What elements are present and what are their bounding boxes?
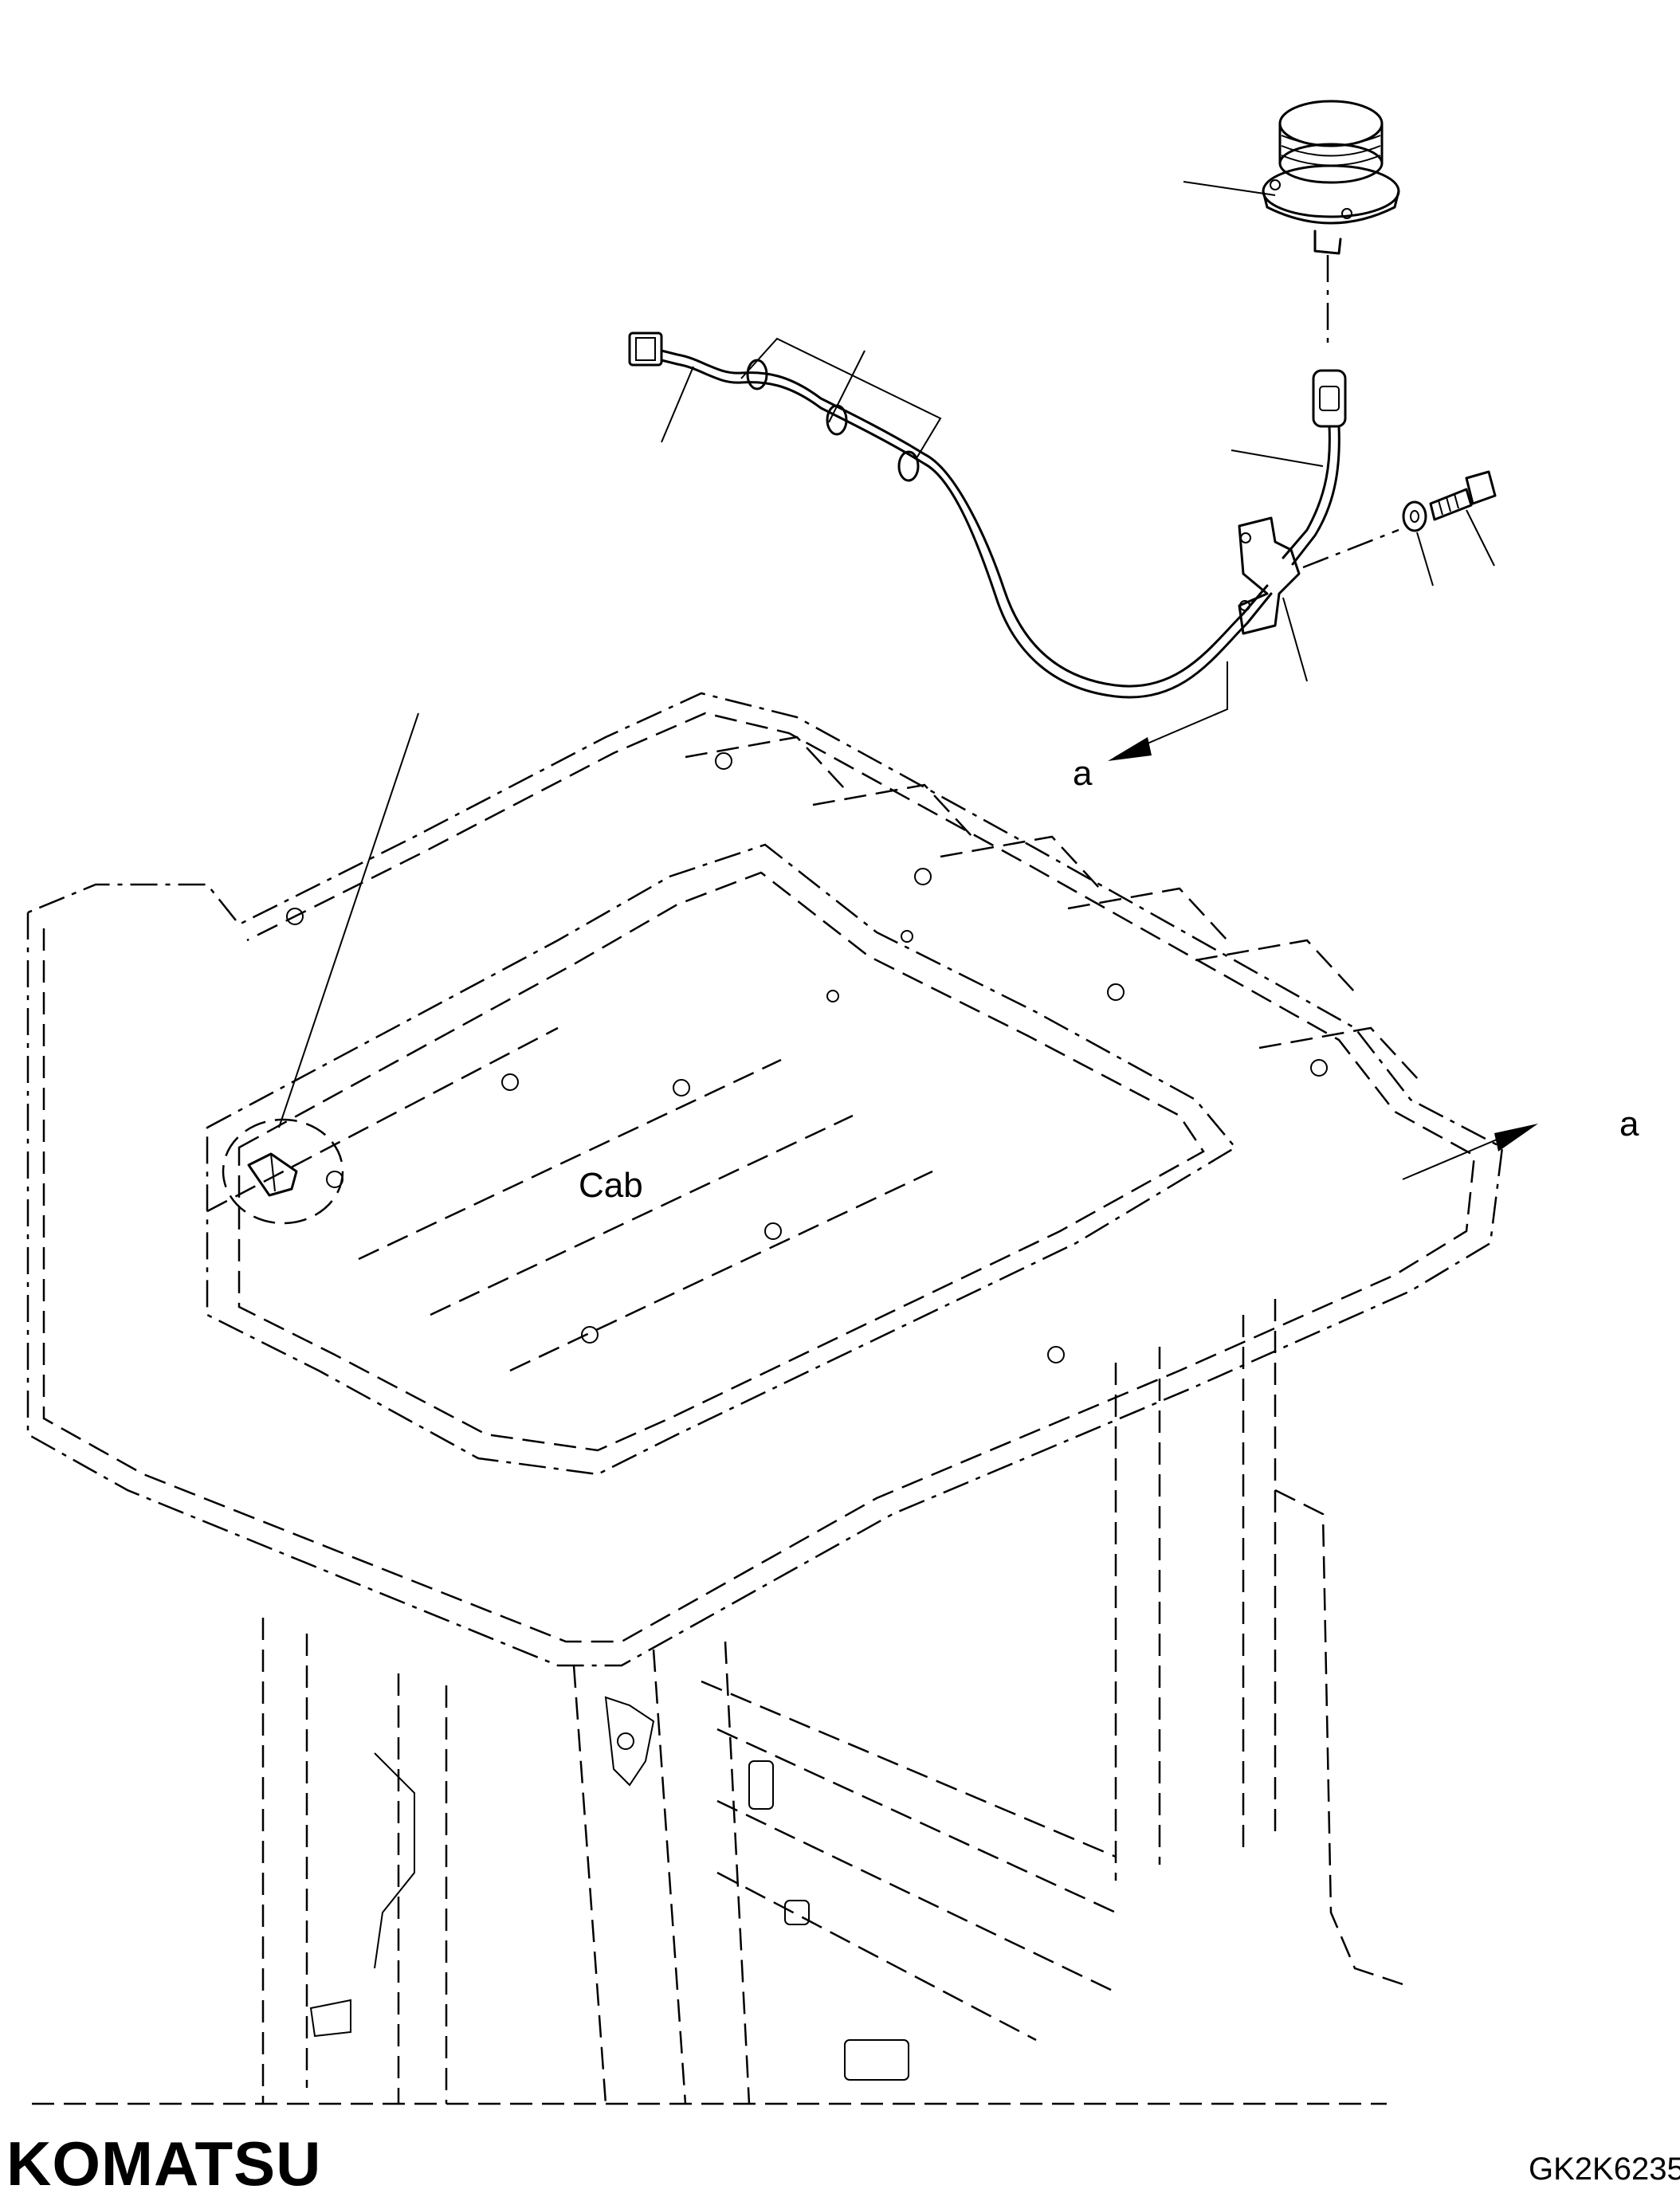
mounting-bracket — [1238, 516, 1399, 635]
view-arrow-right — [1402, 1124, 1538, 1180]
leader-lines — [278, 181, 1495, 1128]
cab-label: Cab — [579, 1166, 643, 1205]
wiring-harness — [628, 332, 1273, 699]
drawing-code: GK2K6235 — [1529, 2152, 1680, 2187]
komatsu-logo: KOMATSU — [6, 2128, 322, 2197]
view-a-label-right: a — [1619, 1104, 1639, 1144]
washer — [1402, 500, 1427, 532]
cab-roof — [26, 692, 1504, 1667]
beacon-pigtail-connector — [1282, 369, 1347, 566]
cab-frame — [32, 1299, 1403, 2105]
view-a-label-top: a — [1073, 754, 1093, 793]
view-arrow-top — [1108, 661, 1228, 761]
bolt — [1429, 470, 1497, 521]
beacon-lamp — [1262, 100, 1400, 351]
